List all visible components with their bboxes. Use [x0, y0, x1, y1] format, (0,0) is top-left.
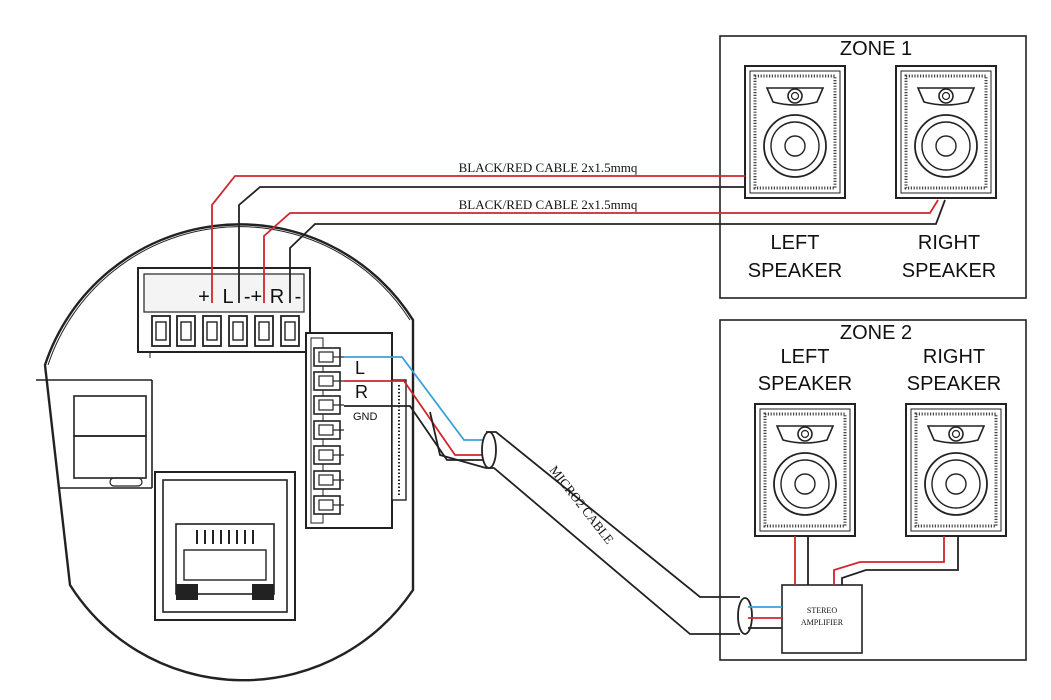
zone-1-right-label-line2: SPEAKER — [902, 260, 996, 282]
output-terminal-labels: L R GND — [353, 358, 378, 423]
zone-1-left-label-line2: SPEAKER — [748, 260, 842, 282]
zone-1-left-speaker-icon — [743, 64, 847, 200]
zone-2-left-label-line1: LEFT — [781, 346, 830, 368]
terminal-r: R — [270, 286, 284, 308]
output-r: R — [355, 382, 368, 402]
right-cable-label: BLACK/RED CABLE 2x1.5mmq — [459, 197, 638, 212]
output-gnd: GND — [353, 411, 378, 423]
zone-2-right-label-line2: SPEAKER — [907, 373, 1001, 395]
zone-1-right-label-line1: RIGHT — [918, 232, 980, 254]
wires — [211, 175, 959, 635]
zone-1-left-label-line1: LEFT — [771, 232, 820, 254]
rj45-port — [154, 471, 296, 621]
terminal-minus-plus: -+ — [244, 286, 262, 308]
zone-2: ZONE 2 LEFT SPEAKER RIGHT SPEAKER STEREO… — [719, 319, 1027, 661]
amplifier-label-line2: AMPLIFIER — [801, 618, 844, 627]
cable-labels: BLACK/RED CABLE 2x1.5mmq BLACK/RED CABLE… — [459, 160, 638, 547]
terminal-l: L — [222, 286, 233, 308]
zone-2-title: ZONE 2 — [840, 322, 912, 344]
zone-2-left-speaker-icon — [753, 402, 857, 538]
terminal-minus: - — [295, 286, 302, 308]
zone-2-right-label-line1: RIGHT — [923, 346, 985, 368]
output-l: L — [355, 358, 365, 378]
speaker-terminal-block — [137, 267, 311, 358]
zone-1: ZONE 1 LEFT SPEAKER RIGHT SPEAKER — [719, 35, 1027, 299]
terminal-labels: + L -+ R - — [198, 286, 301, 308]
zone-2-left-label-line2: SPEAKER — [758, 373, 852, 395]
zone-1-title: ZONE 1 — [840, 38, 912, 60]
zone-1-right-speaker-icon — [894, 64, 998, 200]
stereo-amplifier — [781, 584, 863, 654]
micro2-cable-label: MICRO2 CABLE — [547, 463, 617, 547]
amplifier-label-line1: STEREO — [807, 606, 837, 615]
left-cable-label: BLACK/RED CABLE 2x1.5mmq — [459, 160, 638, 175]
zone-2-right-speaker-icon — [904, 402, 1008, 538]
output-terminal-block — [305, 332, 407, 529]
terminal-plus-l: + — [198, 286, 210, 308]
